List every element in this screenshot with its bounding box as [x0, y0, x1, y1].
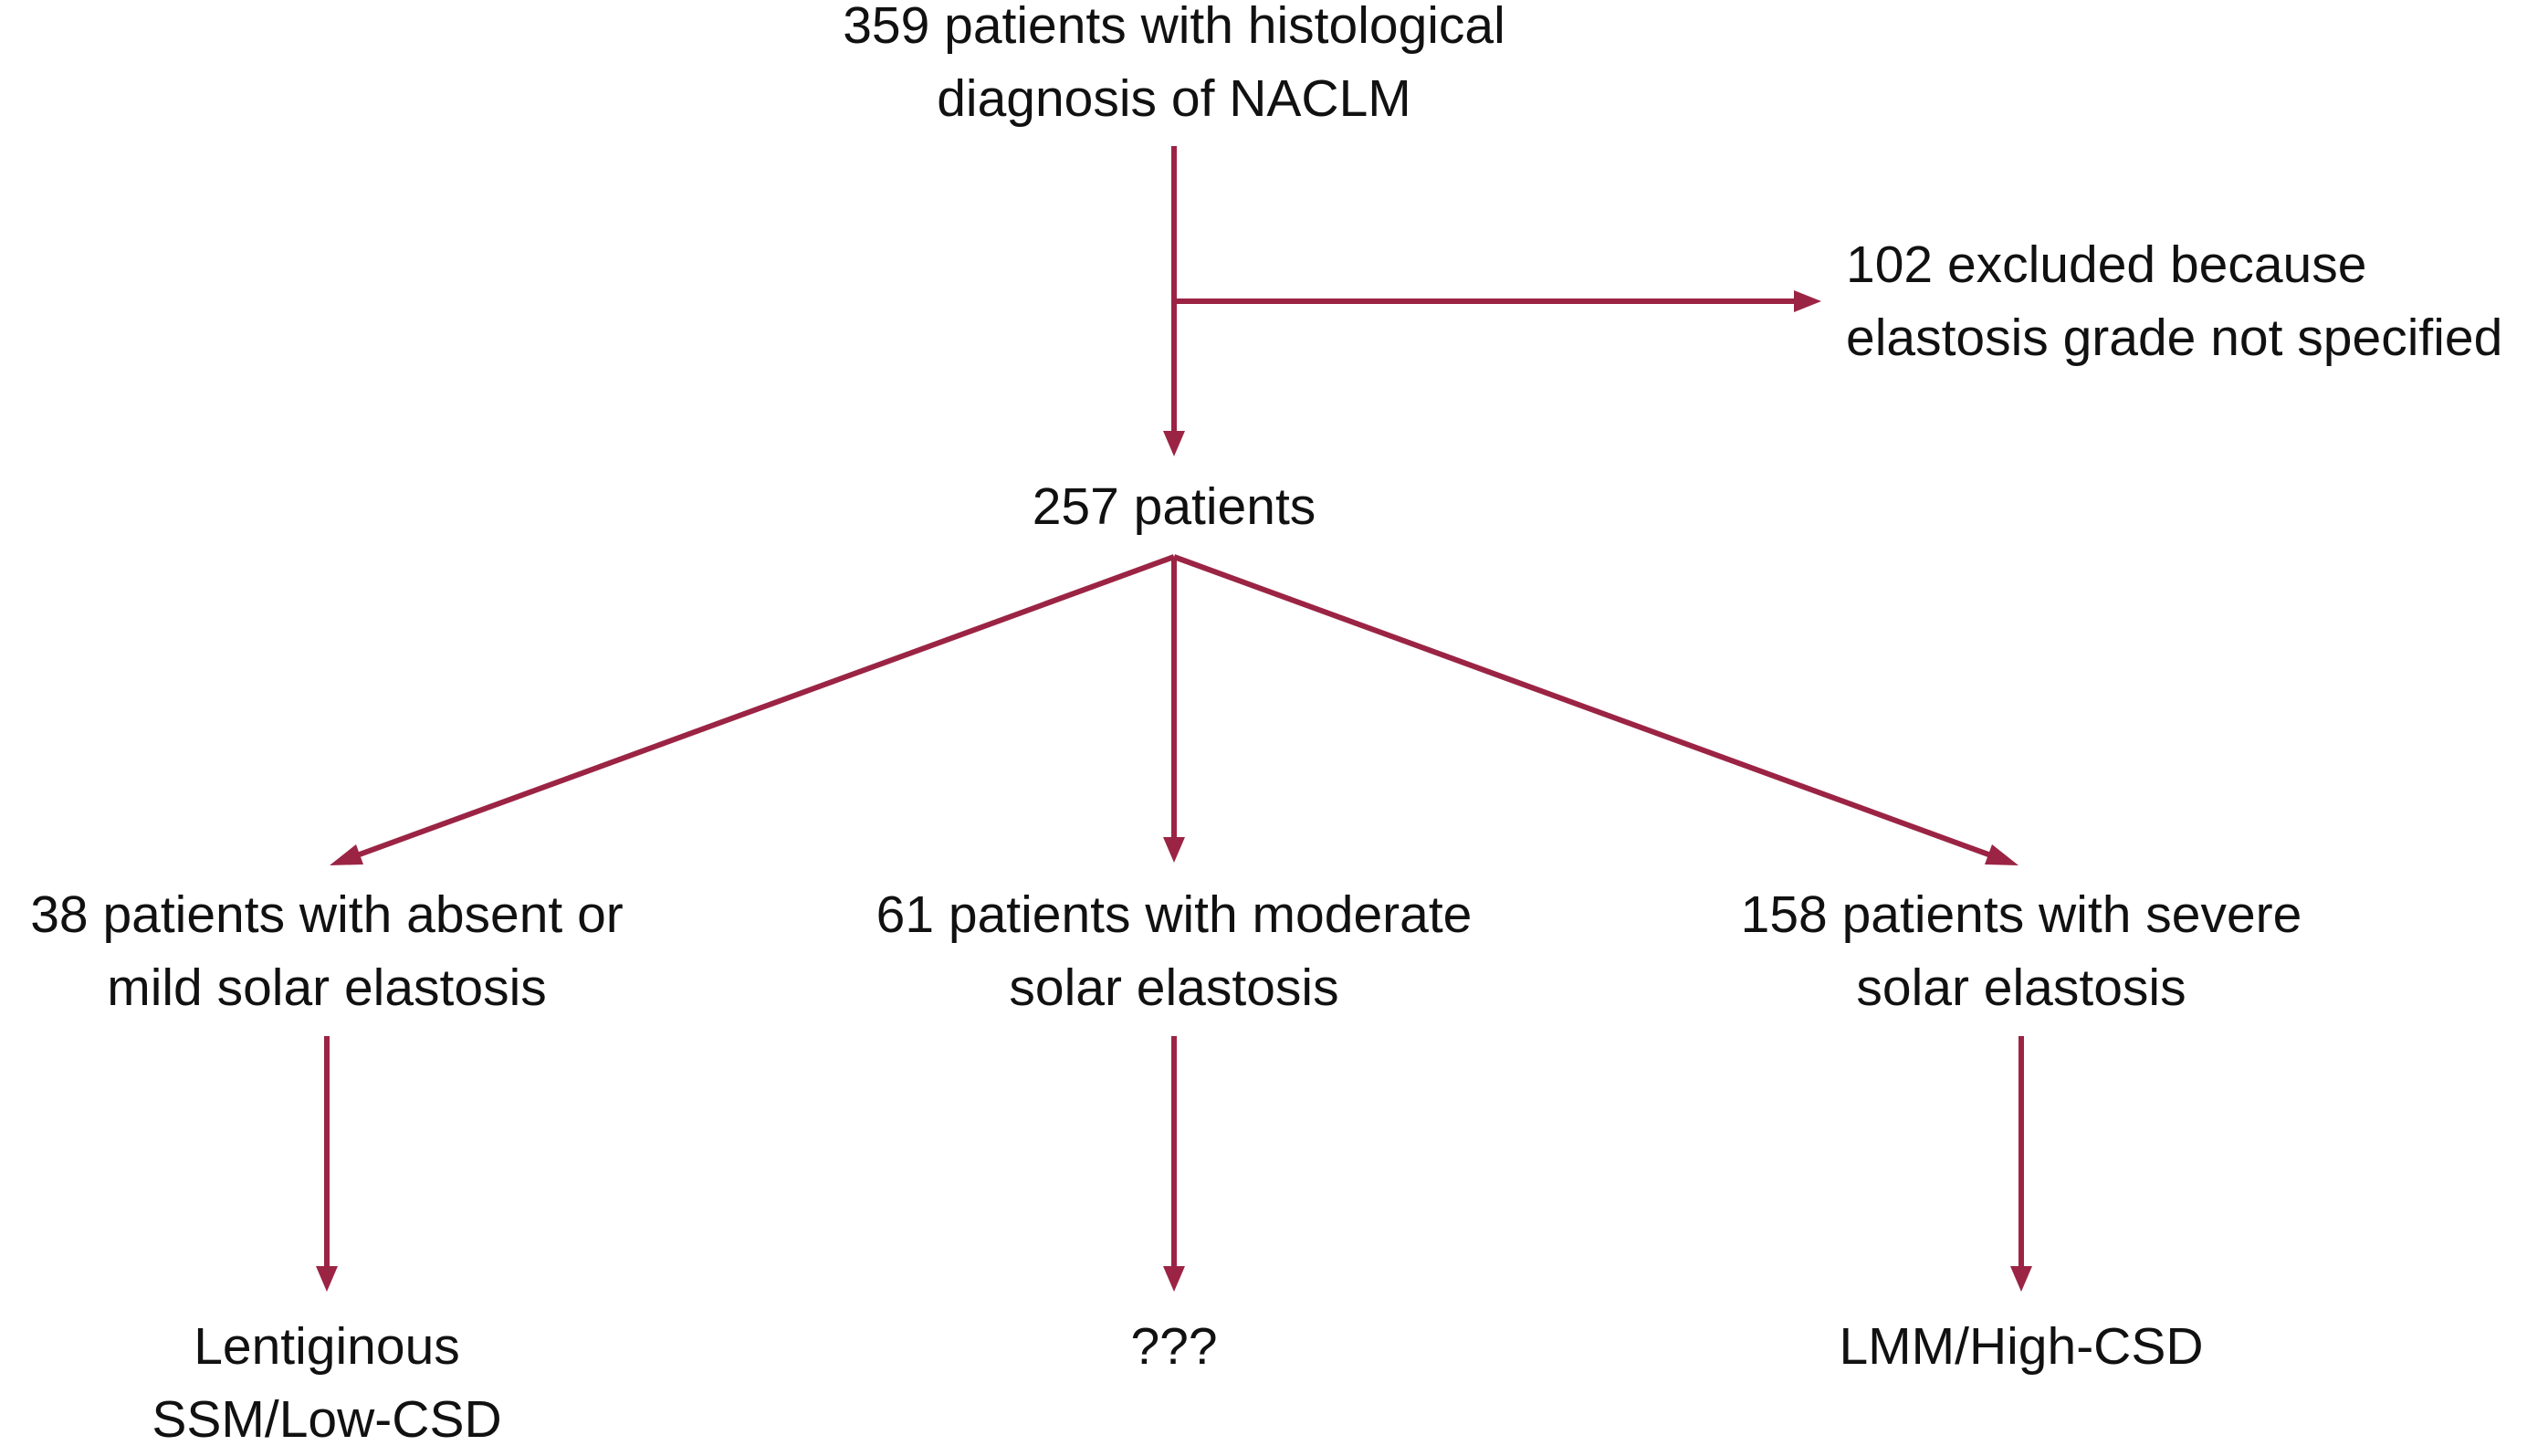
node-middle: 257 patients: [900, 470, 1448, 543]
node-group-mild-line2: mild solar elastosis: [107, 958, 547, 1017]
node-excluded-line1: 102 excluded because: [1846, 236, 2367, 294]
node-excluded-line2: elastosis grade not specified: [1846, 309, 2503, 367]
arrowhead-moderate-to-outcome: [1163, 1266, 1185, 1292]
arrowhead-mild-to-outcome: [316, 1266, 338, 1292]
node-start-line1: 359 patients with histological: [843, 0, 1505, 55]
node-group-moderate-line1: 61 patients with moderate: [876, 885, 1473, 944]
node-outcome-mild: Lentiginous SSM/Low-CSD: [53, 1310, 601, 1456]
arrow-middle-to-severe: [1172, 554, 2010, 864]
node-outcome-mild-line2: SSM/Low-CSD: [152, 1390, 502, 1449]
arrowhead-severe-to-outcome: [2010, 1266, 2032, 1292]
arrow-middle-to-mild: [338, 554, 1176, 864]
node-group-severe-line1: 158 patients with severe: [1740, 885, 2302, 944]
node-outcome-moderate: ???: [991, 1310, 1357, 1383]
node-outcome-mild-line1: Lentiginous: [194, 1317, 460, 1376]
node-start: 359 patients with histological diagnosis…: [718, 0, 1631, 135]
node-group-mild: 38 patients with absent or mild solar el…: [0, 878, 655, 1024]
arrowhead-to-excluded: [1794, 290, 1821, 312]
arrowhead-middle-to-mild: [330, 844, 363, 865]
node-excluded: 102 excluded because elastosis grade not…: [1846, 228, 2540, 374]
node-group-severe: 158 patients with severe solar elastosis: [1656, 878, 2386, 1024]
arrowhead-middle-to-moderate: [1163, 837, 1185, 863]
node-group-severe-line2: solar elastosis: [1856, 958, 2186, 1017]
node-group-moderate: 61 patients with moderate solar elastosi…: [809, 878, 1539, 1024]
arrowhead-start-to-middle: [1163, 431, 1185, 456]
node-group-moderate-line2: solar elastosis: [1009, 958, 1339, 1017]
arrowhead-middle-to-severe: [1985, 844, 2018, 865]
node-outcome-severe-line1: LMM/High-CSD: [1839, 1317, 2204, 1376]
node-start-line2: diagnosis of NACLM: [937, 69, 1411, 128]
node-middle-line1: 257 patients: [1032, 477, 1316, 536]
node-group-mild-line1: 38 patients with absent or: [30, 885, 624, 944]
node-outcome-moderate-line1: ???: [1130, 1317, 1218, 1376]
node-outcome-severe: LMM/High-CSD: [1747, 1310, 2295, 1383]
